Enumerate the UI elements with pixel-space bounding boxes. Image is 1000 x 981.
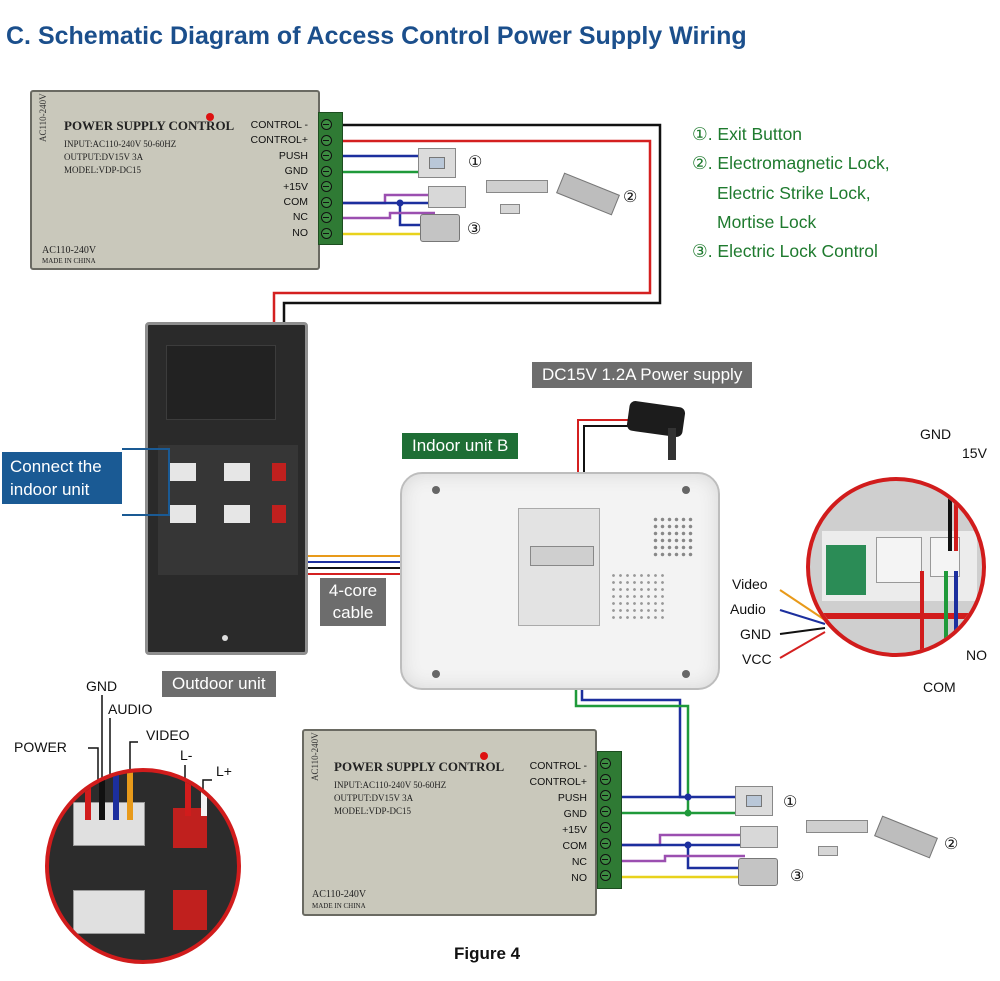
detail-no: NO [966, 647, 987, 663]
four-core-cable-label: 4-core cable [320, 578, 386, 626]
power-supply-top: AC110-240V POWER SUPPLY CONTROL INPUT:AC… [30, 90, 320, 270]
mortise-lock-top [486, 180, 548, 193]
outdoor-video: VIDEO [146, 727, 190, 743]
power-led-bottom [480, 752, 488, 760]
psu-name-bottom: POWER SUPPLY CONTROL [334, 759, 505, 774]
power-supply-bottom: AC110-240V POWER SUPPLY CONTROL INPUT:AC… [302, 729, 597, 916]
psu-output: OUTPUT:DV15V 3A [64, 152, 144, 162]
marker-two-bottom: ② [944, 836, 959, 853]
psu-model-bottom: MODEL:VDP-DC15 [334, 806, 412, 816]
psu-side-label: AC110-240V [38, 93, 48, 142]
legend-lock-control: ③. Electric Lock Control [692, 241, 878, 262]
connect-bracket [122, 448, 170, 516]
indoor-unit [400, 472, 720, 690]
marker-one-bottom: ① [783, 794, 798, 811]
connect-indoor-label: Connect the indoor unit [2, 452, 122, 504]
detail-15v: 15V [962, 445, 987, 461]
figure-caption: Figure 4 [454, 944, 521, 963]
detail-vcc: VCC [742, 651, 772, 667]
psu-output-bottom: OUTPUT:DV15V 3A [334, 793, 414, 803]
psu-model: MODEL:VDP-DC15 [64, 165, 142, 175]
detail-video: Video [732, 576, 768, 592]
psu-bottom-label: AC110-240V [42, 245, 97, 256]
wire-nc-top [343, 211, 435, 220]
detail-com: COM [923, 679, 956, 695]
psu-name: POWER SUPPLY CONTROL [64, 118, 235, 133]
marker-one-top: ① [468, 154, 483, 171]
marker-three-bottom: ③ [790, 868, 805, 885]
detail-audio: Audio [730, 601, 766, 617]
marker-two-top: ② [623, 189, 638, 206]
psu-made-in-bottom: MADE IN CHINA [312, 902, 366, 910]
legend-exit-button: ①. Exit Button [692, 124, 803, 144]
exit-button-top [418, 148, 456, 178]
legend: ①. Exit Button ②. Electromagnetic Lock, … [692, 120, 890, 266]
lock-control-top [420, 214, 460, 242]
outdoor-l-plus: L+ [216, 763, 232, 779]
strike-lock-top [428, 186, 466, 208]
psu-input: INPUT:AC110-240V 50-60HZ [64, 139, 177, 149]
outdoor-detail-zoom [45, 768, 241, 964]
terminal-block-bottom [597, 751, 622, 889]
outdoor-audio: AUDIO [108, 701, 153, 717]
marker-three-top: ③ [467, 221, 482, 238]
indoor-detail-zoom [806, 477, 986, 657]
mortise-lock-bottom [806, 820, 868, 833]
dc-power-label: DC15V 1.2A Power supply [532, 362, 753, 388]
legend-mortise: Mortise Lock [717, 211, 817, 232]
outdoor-power: POWER [14, 739, 67, 755]
lock-control-bottom [738, 858, 778, 886]
page-title: C. Schematic Diagram of Access Control P… [6, 22, 747, 50]
detail-gnd-top: GND [920, 426, 952, 442]
outdoor-unit-label: Outdoor unit [162, 671, 276, 697]
indoor-unit-label: Indoor unit B [402, 433, 519, 459]
exit-button-bottom [735, 786, 773, 816]
power-led [206, 113, 214, 121]
outdoor-l-minus: L- [180, 747, 193, 763]
psu-side-label-bottom: AC110-240V [310, 732, 320, 781]
outdoor-unit [145, 322, 308, 655]
strike-lock-bottom [740, 826, 778, 848]
outdoor-gnd: GND [86, 678, 118, 694]
legend-strike: Electric Strike Lock, [717, 182, 871, 203]
terminal-block-top [318, 112, 343, 245]
psu-bottom-label-bottom: AC110-240V [312, 889, 367, 900]
detail-gnd: GND [740, 626, 772, 642]
legend-locks: ②. Electromagnetic Lock, [692, 153, 890, 174]
psu-made-in: MADE IN CHINA [42, 257, 96, 265]
psu-input-bottom: INPUT:AC110-240V 50-60HZ [334, 780, 447, 790]
